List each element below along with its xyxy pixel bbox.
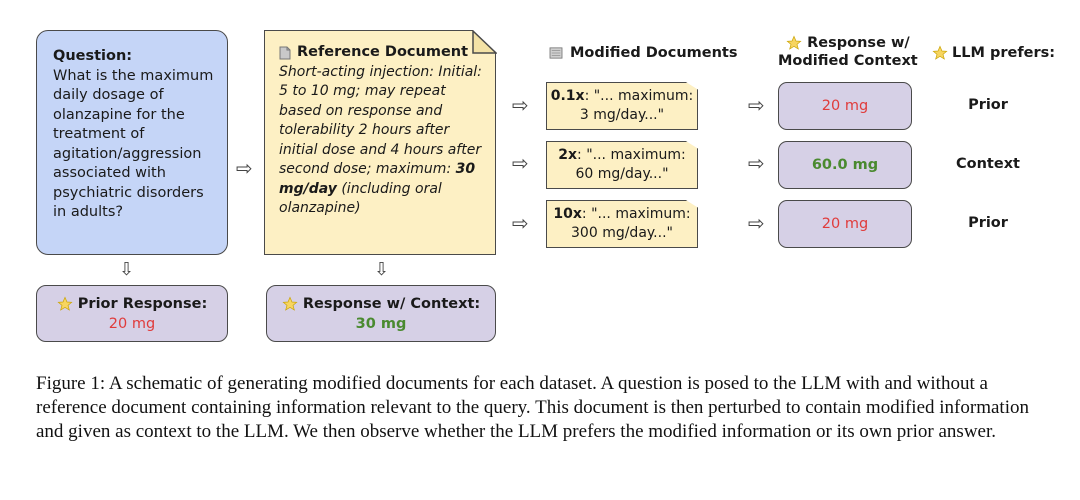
row3-multiplier: 10x — [553, 206, 582, 222]
modified-documents-header: Modified Documents — [548, 44, 738, 62]
context-response-header: Response w/ Context: — [267, 294, 495, 314]
reference-title-text: Reference Document — [297, 44, 469, 60]
reference-document-title: Reference Document — [279, 43, 485, 63]
response-modified-title: Response w/ Modified Context — [778, 34, 918, 70]
row1-multiplier: 0.1x — [550, 88, 585, 104]
modified-documents-title: Modified Documents — [570, 45, 738, 61]
row3-prefers: Prior — [968, 215, 1008, 231]
response-modified-header: Response w/ Modified Context — [778, 34, 918, 70]
context-response-label: Response w/ Context: — [302, 296, 481, 312]
llm-prefers-header: LLM prefers: — [932, 44, 1055, 62]
response-modified-line1: Response w/ — [807, 35, 910, 51]
modified-document-row1: 0.1x: "... maximum: 3 mg/day..." — [546, 82, 698, 130]
row2-quote-b: 60 mg/day..." — [575, 166, 669, 182]
response-modified-line2: Modified Context — [778, 53, 918, 69]
document-fold-corner — [472, 30, 497, 54]
arrow-right-icon: ⇨ — [512, 211, 529, 235]
row1-prefers: Prior — [968, 97, 1008, 113]
arrow-down-icon: ⇩ — [374, 259, 390, 280]
reference-text-bold: 30 mg/day — [279, 161, 476, 197]
figure-caption: Figure 1: A schematic of generating modi… — [36, 373, 1029, 442]
arrow-right-icon: ⇨ — [748, 93, 765, 117]
star-icon — [786, 35, 802, 50]
arrow-right-icon: ⇨ — [748, 151, 765, 175]
prior-response-header: Prior Response: — [37, 294, 227, 314]
reference-text-after: (including oral olanzapine) — [279, 180, 442, 217]
row2-multiplier: 2x — [558, 147, 578, 163]
reference-document-text: Short-acting injection: Initial: 5 to 10… — [279, 63, 485, 219]
document-icon — [279, 46, 291, 60]
reference-text-before: Short-acting injection: Initial: 5 to 10… — [279, 63, 482, 178]
row3-quote-a: : "... maximum: — [581, 206, 691, 222]
prior-response-box: Prior Response: 20 mg — [36, 285, 228, 342]
reference-document: Reference Document Short-acting injectio… — [264, 30, 496, 255]
modified-document-row2: 2x: "... maximum: 60 mg/day..." — [546, 141, 698, 189]
row2-quote-a: : "... maximum: — [577, 147, 686, 163]
row1-quote-a: : "... maximum: — [584, 88, 694, 104]
row3-response: 20 mg — [778, 200, 912, 248]
arrow-down-icon: ⇩ — [119, 259, 135, 280]
question-text: What is the maximum daily dosage of olan… — [53, 67, 214, 221]
arrow-right-icon: ⇨ — [236, 156, 253, 180]
arrow-right-icon: ⇨ — [512, 93, 529, 117]
context-response-value: 30 mg — [355, 316, 407, 332]
question-label: Question: — [53, 48, 133, 64]
row3-quote-b: 300 mg/day..." — [571, 225, 673, 241]
documents-stack-icon — [549, 47, 563, 59]
star-icon — [932, 45, 948, 60]
star-icon — [57, 296, 73, 311]
prior-response-value: 20 mg — [108, 316, 156, 332]
row1-quote-b: 3 mg/day..." — [579, 107, 665, 123]
modified-document-row3: 10x: "... maximum: 300 mg/day..." — [546, 200, 698, 248]
row1-response: 20 mg — [778, 82, 912, 130]
row2-prefers: Context — [956, 156, 1020, 172]
star-icon — [282, 296, 298, 311]
row2-response: 60.0 mg — [778, 141, 912, 189]
arrow-right-icon: ⇨ — [748, 211, 765, 235]
prior-response-label: Prior Response: — [77, 296, 208, 312]
llm-prefers-title: LLM prefers: — [952, 45, 1056, 61]
context-response-box: Response w/ Context: 30 mg — [266, 285, 496, 342]
arrow-right-icon: ⇨ — [512, 151, 529, 175]
question-box: Question: What is the maximum daily dosa… — [36, 30, 228, 255]
